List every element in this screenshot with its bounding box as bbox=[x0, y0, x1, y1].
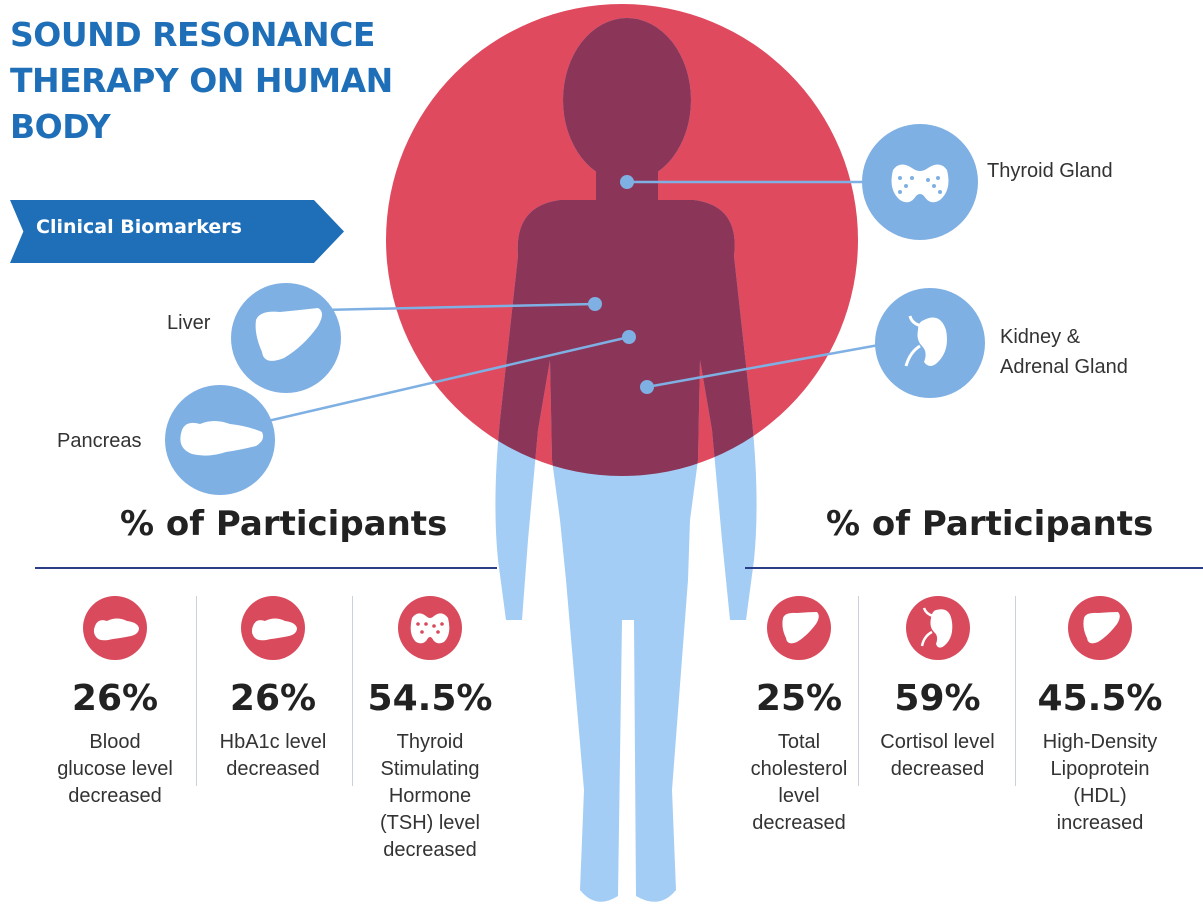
connector-lines bbox=[254, 180, 891, 426]
kidney-icon bbox=[905, 596, 970, 660]
desc-line: cholesterol bbox=[750, 758, 848, 780]
right-panel-header: % of Participants bbox=[826, 504, 1154, 544]
banner-label: Clinical Biomarkers bbox=[36, 216, 242, 238]
desc-line: decreased bbox=[68, 785, 162, 807]
stat-description: Blood glucose level decreased bbox=[40, 729, 190, 810]
divider bbox=[352, 596, 353, 786]
liver-organ-circle bbox=[231, 283, 341, 393]
stat-value: 26% bbox=[229, 678, 317, 719]
liver-icon bbox=[255, 308, 322, 361]
desc-line: (TSH) level bbox=[379, 812, 480, 834]
divider bbox=[1015, 596, 1016, 786]
organ-label-line: Kidney & bbox=[1000, 326, 1081, 348]
desc-line: Hormone bbox=[388, 785, 472, 807]
stat-value: 59% bbox=[894, 678, 981, 719]
stat-cortisol: 59% Cortisol level decreased bbox=[860, 596, 1015, 783]
left-panel-header: % of Participants bbox=[120, 504, 448, 544]
desc-line: Total bbox=[777, 731, 821, 753]
thyroid-icon bbox=[891, 164, 949, 203]
divider bbox=[858, 596, 859, 786]
desc-line: HbA1c level bbox=[219, 731, 327, 753]
stat-description: Cortisol level decreased bbox=[860, 729, 1015, 783]
desc-line: glucose level bbox=[57, 758, 173, 780]
page-title: SOUND RESONANCE THERAPY ON HUMAN BODY bbox=[10, 12, 400, 150]
organ-label-line: Adrenal Gland bbox=[1000, 356, 1128, 378]
stat-value: 25% bbox=[755, 678, 843, 719]
clinical-biomarkers-banner bbox=[10, 200, 344, 263]
desc-line: level bbox=[778, 785, 820, 807]
desc-line: Stimulating bbox=[380, 758, 480, 780]
stat-description: High-Density Lipoprotein (HDL) increased bbox=[1020, 729, 1180, 837]
desc-line: increased bbox=[1056, 812, 1144, 834]
thyroid-organ-circle bbox=[862, 124, 978, 240]
desc-line: decreased bbox=[752, 812, 846, 834]
desc-line: decreased bbox=[890, 758, 985, 780]
desc-line: Blood bbox=[89, 731, 141, 753]
desc-line: decreased bbox=[226, 758, 320, 780]
pancreas-icon bbox=[241, 596, 305, 660]
organ-label-thyroid: Thyroid Gland bbox=[987, 160, 1113, 182]
liver-icon bbox=[1068, 596, 1132, 660]
desc-line: (HDL) bbox=[1073, 785, 1127, 807]
title-line: SOUND RESONANCE bbox=[10, 15, 375, 54]
kidney-icon bbox=[904, 315, 947, 367]
kidney-organ-circle bbox=[875, 288, 985, 398]
liver-icon bbox=[767, 596, 831, 660]
stat-total-cholesterol: 25% Total cholesterol level decreased bbox=[724, 596, 874, 837]
left-panel-rule bbox=[35, 567, 497, 569]
stat-description: Total cholesterol level decreased bbox=[724, 729, 874, 837]
organ-label-pancreas: Pancreas bbox=[57, 430, 142, 452]
divider bbox=[196, 596, 197, 786]
organ-label-kidney: Kidney & Adrenal Gland bbox=[1000, 322, 1128, 382]
stat-tsh: 54.5% Thyroid Stimulating Hormone (TSH) … bbox=[355, 596, 505, 864]
stat-value: 54.5% bbox=[367, 678, 493, 719]
right-panel-rule bbox=[745, 567, 1203, 569]
stat-description: HbA1c level decreased bbox=[198, 729, 348, 783]
desc-line: Thyroid bbox=[396, 731, 464, 753]
desc-line: Cortisol level bbox=[880, 731, 995, 753]
thyroid-icon bbox=[398, 596, 462, 660]
stat-value: 26% bbox=[71, 678, 159, 719]
stat-hba1c: 26% HbA1c level decreased bbox=[198, 596, 348, 783]
organ-label-liver: Liver bbox=[167, 312, 211, 334]
desc-line: High-Density bbox=[1042, 731, 1158, 753]
pancreas-icon bbox=[83, 596, 147, 660]
title-line: THERAPY ON HUMAN bbox=[10, 61, 393, 100]
title-line: BODY bbox=[10, 107, 111, 146]
stat-description: Thyroid Stimulating Hormone (TSH) level … bbox=[355, 729, 505, 864]
stat-value: 45.5% bbox=[1037, 678, 1163, 719]
pancreas-organ-circle bbox=[165, 385, 275, 495]
pancreas-icon bbox=[180, 421, 264, 456]
organ-points bbox=[588, 175, 654, 394]
desc-line: decreased bbox=[383, 839, 477, 861]
stat-hdl: 45.5% High-Density Lipoprotein (HDL) inc… bbox=[1020, 596, 1180, 837]
stat-blood-glucose: 26% Blood glucose level decreased bbox=[40, 596, 190, 810]
desc-line: Lipoprotein bbox=[1050, 758, 1150, 780]
